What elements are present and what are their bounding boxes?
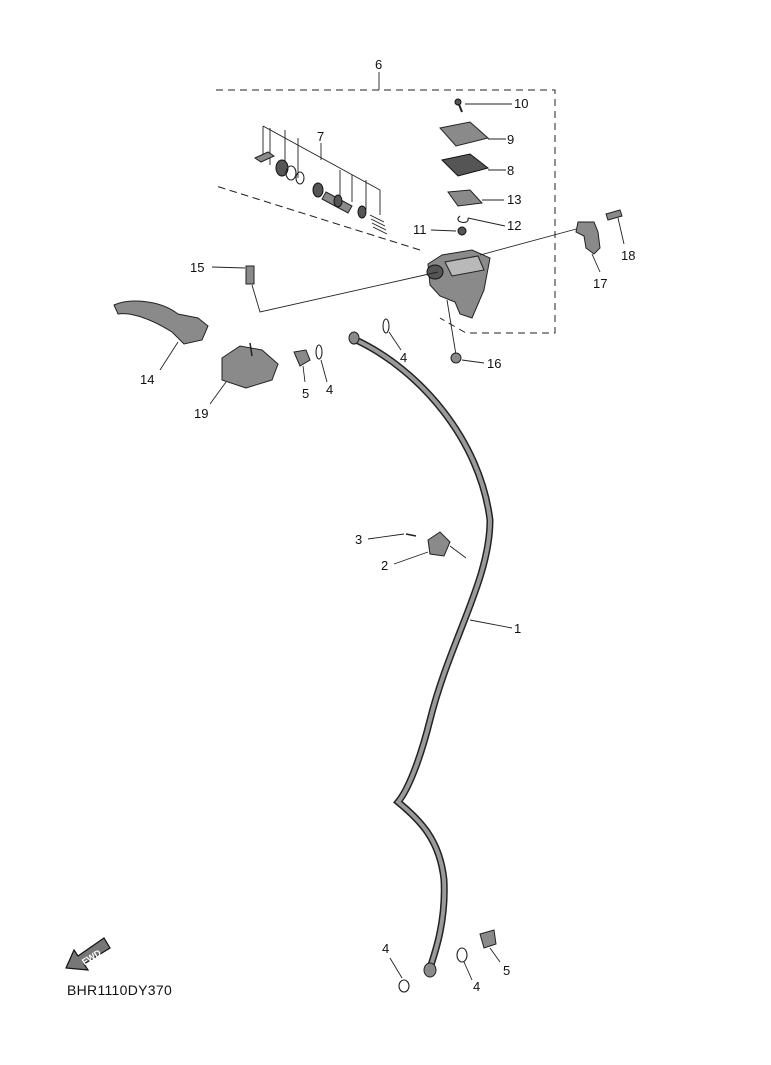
upper-banjo-hardware — [293, 318, 402, 383]
lever-pivot-bolt — [211, 265, 439, 313]
callout-19: 19 — [194, 406, 208, 421]
piston-kit-part — [253, 125, 388, 235]
callout-13: 13 — [507, 192, 521, 207]
hose-clamp-part — [367, 531, 467, 565]
callout-5-lower: 5 — [503, 963, 510, 978]
callout-12: 12 — [507, 218, 521, 233]
master-cylinder-body — [426, 227, 581, 356]
callout-4-upper-left: 4 — [326, 382, 333, 397]
clutch-lever-part — [113, 300, 209, 371]
callout-14: 14 — [140, 372, 154, 387]
callout-10: 10 — [514, 96, 528, 111]
callout-2: 2 — [381, 558, 388, 573]
diagram-code: BHR1110DY370 — [67, 982, 173, 998]
callout-16: 16 — [487, 356, 501, 371]
callout-17: 17 — [593, 276, 607, 291]
callout-9: 9 — [507, 132, 514, 147]
clutch-hose-part — [348, 331, 513, 978]
callout-4-lower-right: 4 — [473, 979, 480, 994]
clamp-bracket-part — [575, 209, 625, 273]
callout-7: 7 — [317, 129, 324, 144]
nut-part — [450, 352, 485, 364]
callout-4-lower-left: 4 — [382, 941, 389, 956]
callout-11: 11 — [413, 222, 427, 237]
lower-banjo-hardware — [389, 929, 501, 993]
switch-assembly-part — [209, 342, 279, 405]
callout-6: 6 — [375, 57, 382, 72]
callout-18: 18 — [621, 248, 635, 263]
callout-8: 8 — [507, 163, 514, 178]
callout-5-upper: 5 — [302, 386, 309, 401]
kit-boundary-dashed — [215, 89, 556, 334]
callout-3: 3 — [355, 532, 362, 547]
reservoir-cap-parts — [430, 98, 512, 236]
callout-4-upper-right: 4 — [400, 350, 407, 365]
callout-1: 1 — [514, 621, 521, 636]
fwd-arrow-icon: FWD — [65, 937, 111, 971]
callout-15: 15 — [190, 260, 204, 275]
